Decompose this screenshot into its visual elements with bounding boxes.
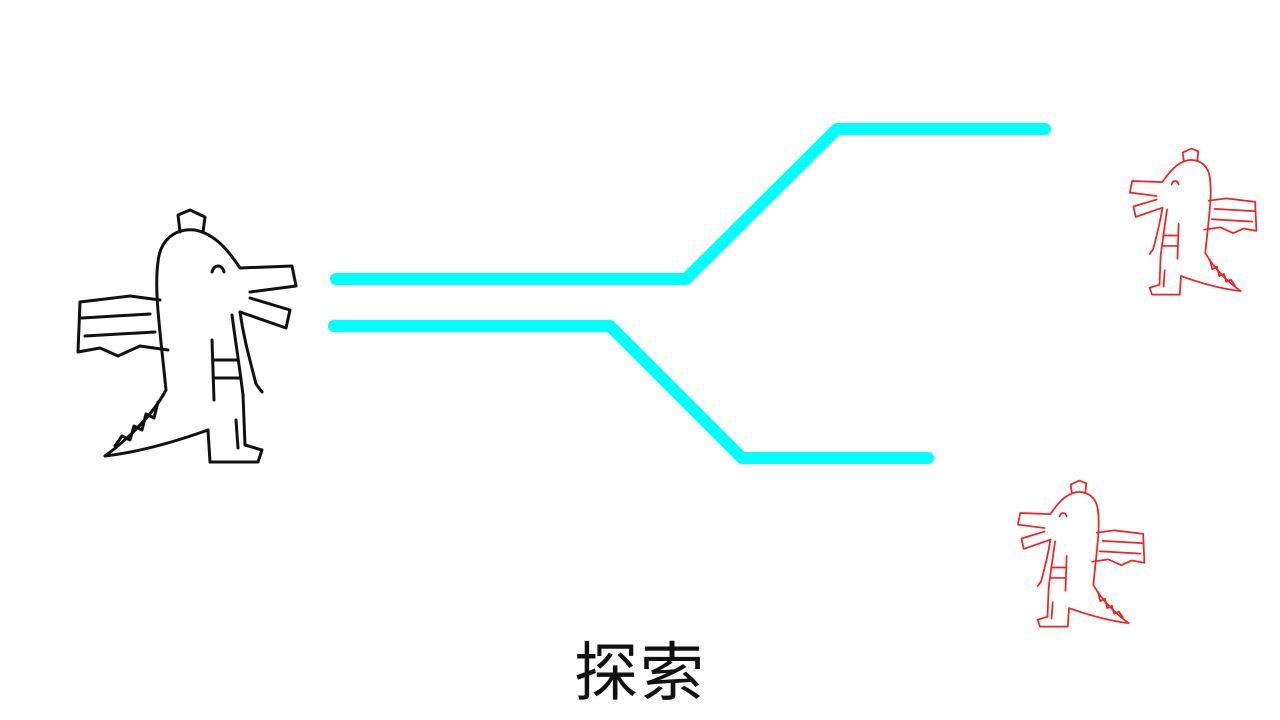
- target-dragon-upper-illustration: [1129, 147, 1258, 296]
- lower-path-line: [328, 320, 934, 464]
- caption-label: 探索: [574, 637, 706, 711]
- upper-path-line: [330, 123, 1051, 285]
- target-dragon-lower-illustration: [1017, 479, 1146, 628]
- origin-dragon-illustration: [76, 208, 298, 464]
